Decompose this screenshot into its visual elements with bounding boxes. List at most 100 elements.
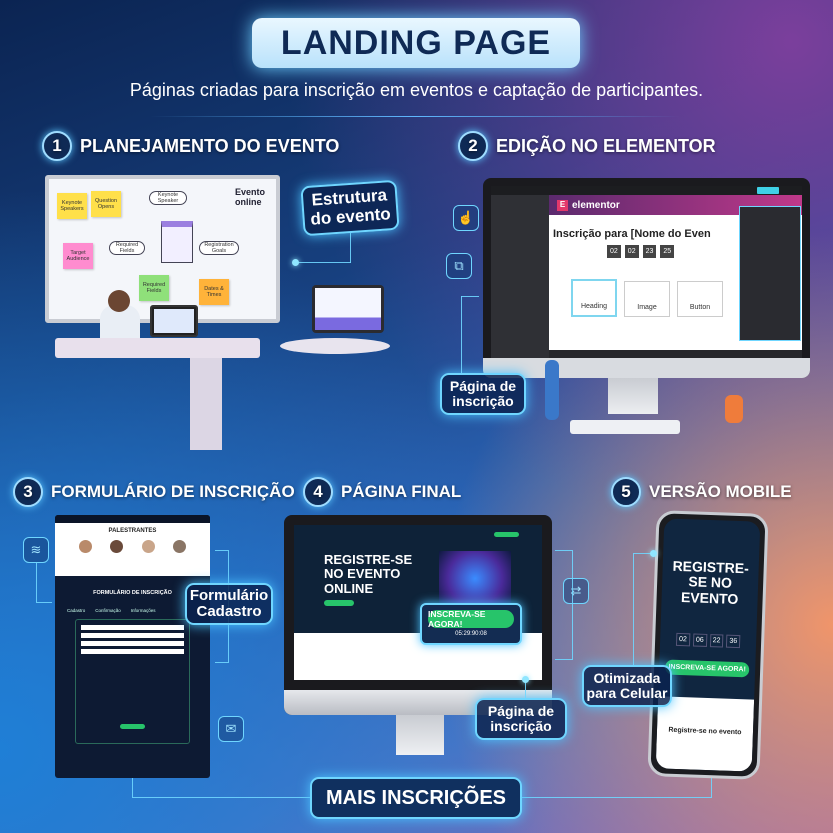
form-submit-button[interactable] [120,724,145,729]
countdown-digit: 02 [607,245,621,258]
form-step: Informações [130,608,156,613]
whiteboard: Evento online Keynote Speakers Question … [45,175,280,323]
sticky-note: Dates & Times [199,279,229,305]
connector [461,296,479,297]
step-number: 1 [42,131,72,161]
sticky-note: Keynote Speakers [57,193,87,219]
connector-dot [522,676,529,683]
laptop-chart-icon [312,285,384,333]
elementor-brand: elementor [572,199,620,211]
countdown-digit: 06 [692,633,707,648]
publish-button[interactable] [757,187,779,194]
layers-icon: ≋ [23,537,49,563]
page-title: LANDING PAGE [252,18,580,68]
countdown-digit: 25 [660,245,675,258]
form-input[interactable] [81,649,184,654]
step-number: 5 [611,477,641,507]
touch-icon: ☝ [453,205,479,231]
callout-formulario: Formulário Cadastro [185,583,273,625]
board-heading: Evento online [235,187,266,207]
inscreva-se-button[interactable]: INSCREVA-SE AGORA! [428,609,514,629]
speaker-avatar [79,540,93,553]
form-input[interactable] [81,625,184,630]
step-number: 2 [458,131,488,161]
hero-title: REGISTRE-SE NO EVENTO ONLINE [324,552,413,596]
countdown-digit: 22 [709,634,724,648]
editor-countdown: 02 02 23 25 [607,245,675,258]
form-sketch-icon [161,221,193,263]
step-number: 3 [13,477,43,507]
hero-image [439,551,511,606]
cta-panel: INSCREVA-SE AGORA! 05:29:90:08 [420,603,522,645]
countdown-digit: 23 [642,245,657,258]
speakers-title: PALESTRANTES [108,528,157,534]
connect-icon: ⇄ [563,578,589,604]
keyboard [570,420,680,434]
mobile-cta-button[interactable]: INSCREVA-SE AGORA! [664,659,750,678]
divider [150,116,680,117]
monitor-stand [608,378,658,414]
countdown-digit: 36 [726,634,741,649]
connector [525,680,526,698]
callout-mobile: Otimizada para Celular [582,665,672,707]
callout-pagina-inscricao: Página de inscrição [440,373,526,415]
monitor-stand [396,715,444,755]
section-title: EDIÇÃO NO ELEMENTOR [496,135,716,156]
form-step: Cadastro [67,608,86,613]
standing-person [545,360,559,420]
form-input[interactable] [81,641,184,646]
section-title: VERSÃO MOBILE [649,482,792,501]
desk [55,338,260,358]
form-page-mockup: PALESTRANTES FORMULÁRIO DE INSCRIÇÃO Cad… [55,515,210,778]
section-5-header: 5 VERSÃO MOBILE [611,477,792,507]
nav-cta-button[interactable] [494,532,519,537]
bubble-note: Keynote Speaker [149,191,187,205]
widget-image[interactable]: Image [624,281,670,317]
mobile-countdown: 02 06 22 36 [660,633,756,649]
widget-panel [491,195,549,358]
mobile-hero-title: REGISTRE-SE NO EVENTO [672,557,750,607]
connector [555,550,573,660]
side-table [280,338,390,354]
connector-dot [650,550,657,557]
form-input[interactable] [81,633,184,638]
section-title: FORMULÁRIO DE INSCRIÇÃO [51,482,295,501]
callout-estrutura: Estrutura do evento [300,179,400,237]
laptop-icon [150,305,198,337]
chat-support-icon: ✉ [218,716,244,742]
footer-badge: MAIS INSCRIÇÕES [310,777,522,819]
connector [633,553,653,665]
editor-topbar [491,186,802,195]
connector [350,233,351,263]
widget-button[interactable]: Button [677,281,723,317]
hero-button[interactable] [324,600,354,606]
connector [296,262,351,263]
countdown-timer: 05:29:90:08 [455,631,487,637]
drawer-cabinet [190,358,222,450]
widget-heading[interactable]: Heading [571,279,617,317]
monitor-chin [483,358,810,378]
connector [36,563,52,603]
sticky-note: Target Audience [63,243,93,269]
section-1-header: 1 PLANEJAMENTO DO EVENTO [42,131,339,161]
sticky-note: Question Opens [91,191,121,217]
final-page-monitor: REGISTRE-SE NO EVENTO ONLINE [284,515,552,715]
form-step: Confirmação [95,608,121,613]
section-title: PLANEJAMENTO DO EVENTO [80,135,340,156]
speaker-avatar [110,540,124,553]
settings-panel [739,206,801,341]
section-title: PÁGINA FINAL [341,482,462,501]
mobile-phone: REGISTRE-SE NO EVENTO 02 06 22 36 INSCRE… [647,510,769,780]
form-title: FORMULÁRIO DE INSCRIÇÃO [93,590,172,596]
speaker-avatar [172,540,186,553]
mobile-section-title: Registre-se no evento [655,696,755,772]
callout-pagina-final: Página de inscrição [475,698,567,740]
sticky-note: Required Fields [139,275,169,301]
subtitle: Páginas criadas para inscrição em evento… [129,80,704,100]
section-3-header: 3 FORMULÁRIO DE INSCRIÇÃO [13,477,295,507]
connector-dot [292,259,299,266]
bubble-note: Registration Goals [199,241,239,255]
